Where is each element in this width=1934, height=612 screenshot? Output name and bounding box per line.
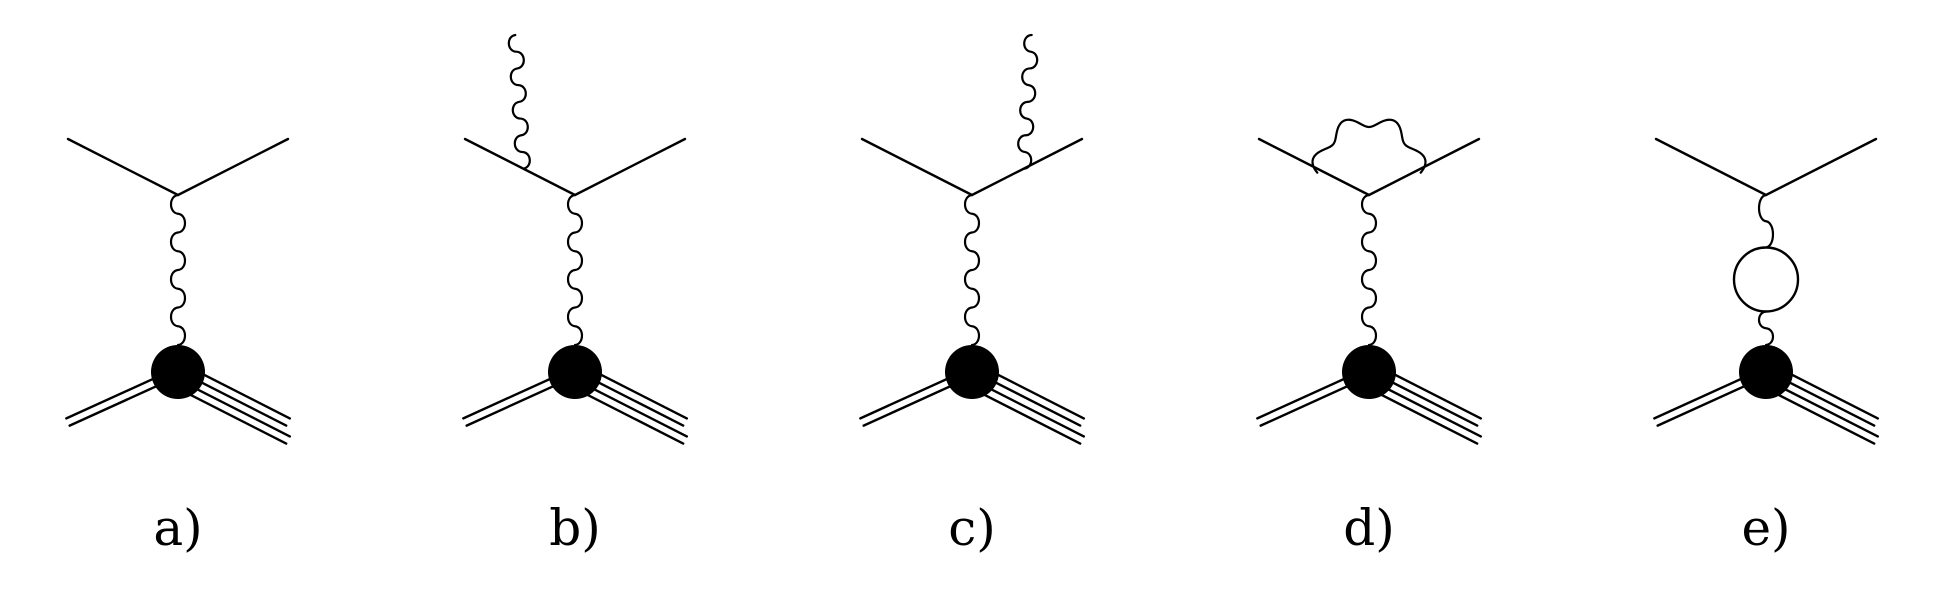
panel-b-outgoing-electron <box>573 137 687 197</box>
panel-b-incoming-electron <box>463 137 577 197</box>
panel-a-exchanged-photon <box>169 193 187 347</box>
panel-e-label: e) <box>1741 499 1790 557</box>
panel-a-label: a) <box>153 499 202 557</box>
panel-c-exchanged-photon <box>963 193 981 347</box>
panel-d-exchanged-photon <box>1360 193 1378 347</box>
panel-d-nucleus-form-factor-blob <box>1342 345 1396 399</box>
panel-c-label: c) <box>948 499 996 557</box>
panel-e-nucleus-form-factor-blob <box>1739 345 1793 399</box>
panel-a-incoming-electron <box>66 137 180 197</box>
panel-d-label: d) <box>1343 499 1395 557</box>
panel-e-exchanged-photon-bottom <box>1757 310 1775 347</box>
panel-b-label: b) <box>549 499 601 557</box>
panel-c-nucleus-form-factor-blob <box>945 345 999 399</box>
panel-e-exchanged-photon-top <box>1757 193 1775 249</box>
panel-e: e) <box>1653 137 1880 557</box>
panel-e-outgoing-electron <box>1764 137 1878 197</box>
panel-e-outgoing-nucleus-b-upper <box>1762 386 1876 445</box>
panel-b-exchanged-photon <box>566 193 584 347</box>
panel-c: c) <box>859 33 1086 557</box>
panel-c-incoming-electron <box>860 137 974 197</box>
panel-a-nucleus-form-factor-blob <box>151 345 205 399</box>
panel-e-incoming-electron <box>1654 137 1768 197</box>
panel-e-fermion-loop <box>1732 246 1800 313</box>
panel-c-outgoing-nucleus-b-upper <box>968 386 1082 445</box>
panel-a-outgoing-electron <box>176 137 290 197</box>
panel-d-outgoing-nucleus-b-upper <box>1365 386 1479 445</box>
panel-a: a) <box>65 137 292 557</box>
panel-c-emitted-photon <box>1017 33 1039 170</box>
panel-b-nucleus-form-factor-blob <box>548 345 602 399</box>
panel-b-emitted-photon <box>507 33 531 170</box>
panel-d: d) <box>1256 118 1483 557</box>
panel-b: b) <box>462 33 689 557</box>
panel-d-virtual-photon-loop <box>1311 118 1427 174</box>
panel-a-outgoing-nucleus-b-upper <box>174 386 288 445</box>
panel-b-outgoing-nucleus-b-upper <box>571 386 685 445</box>
